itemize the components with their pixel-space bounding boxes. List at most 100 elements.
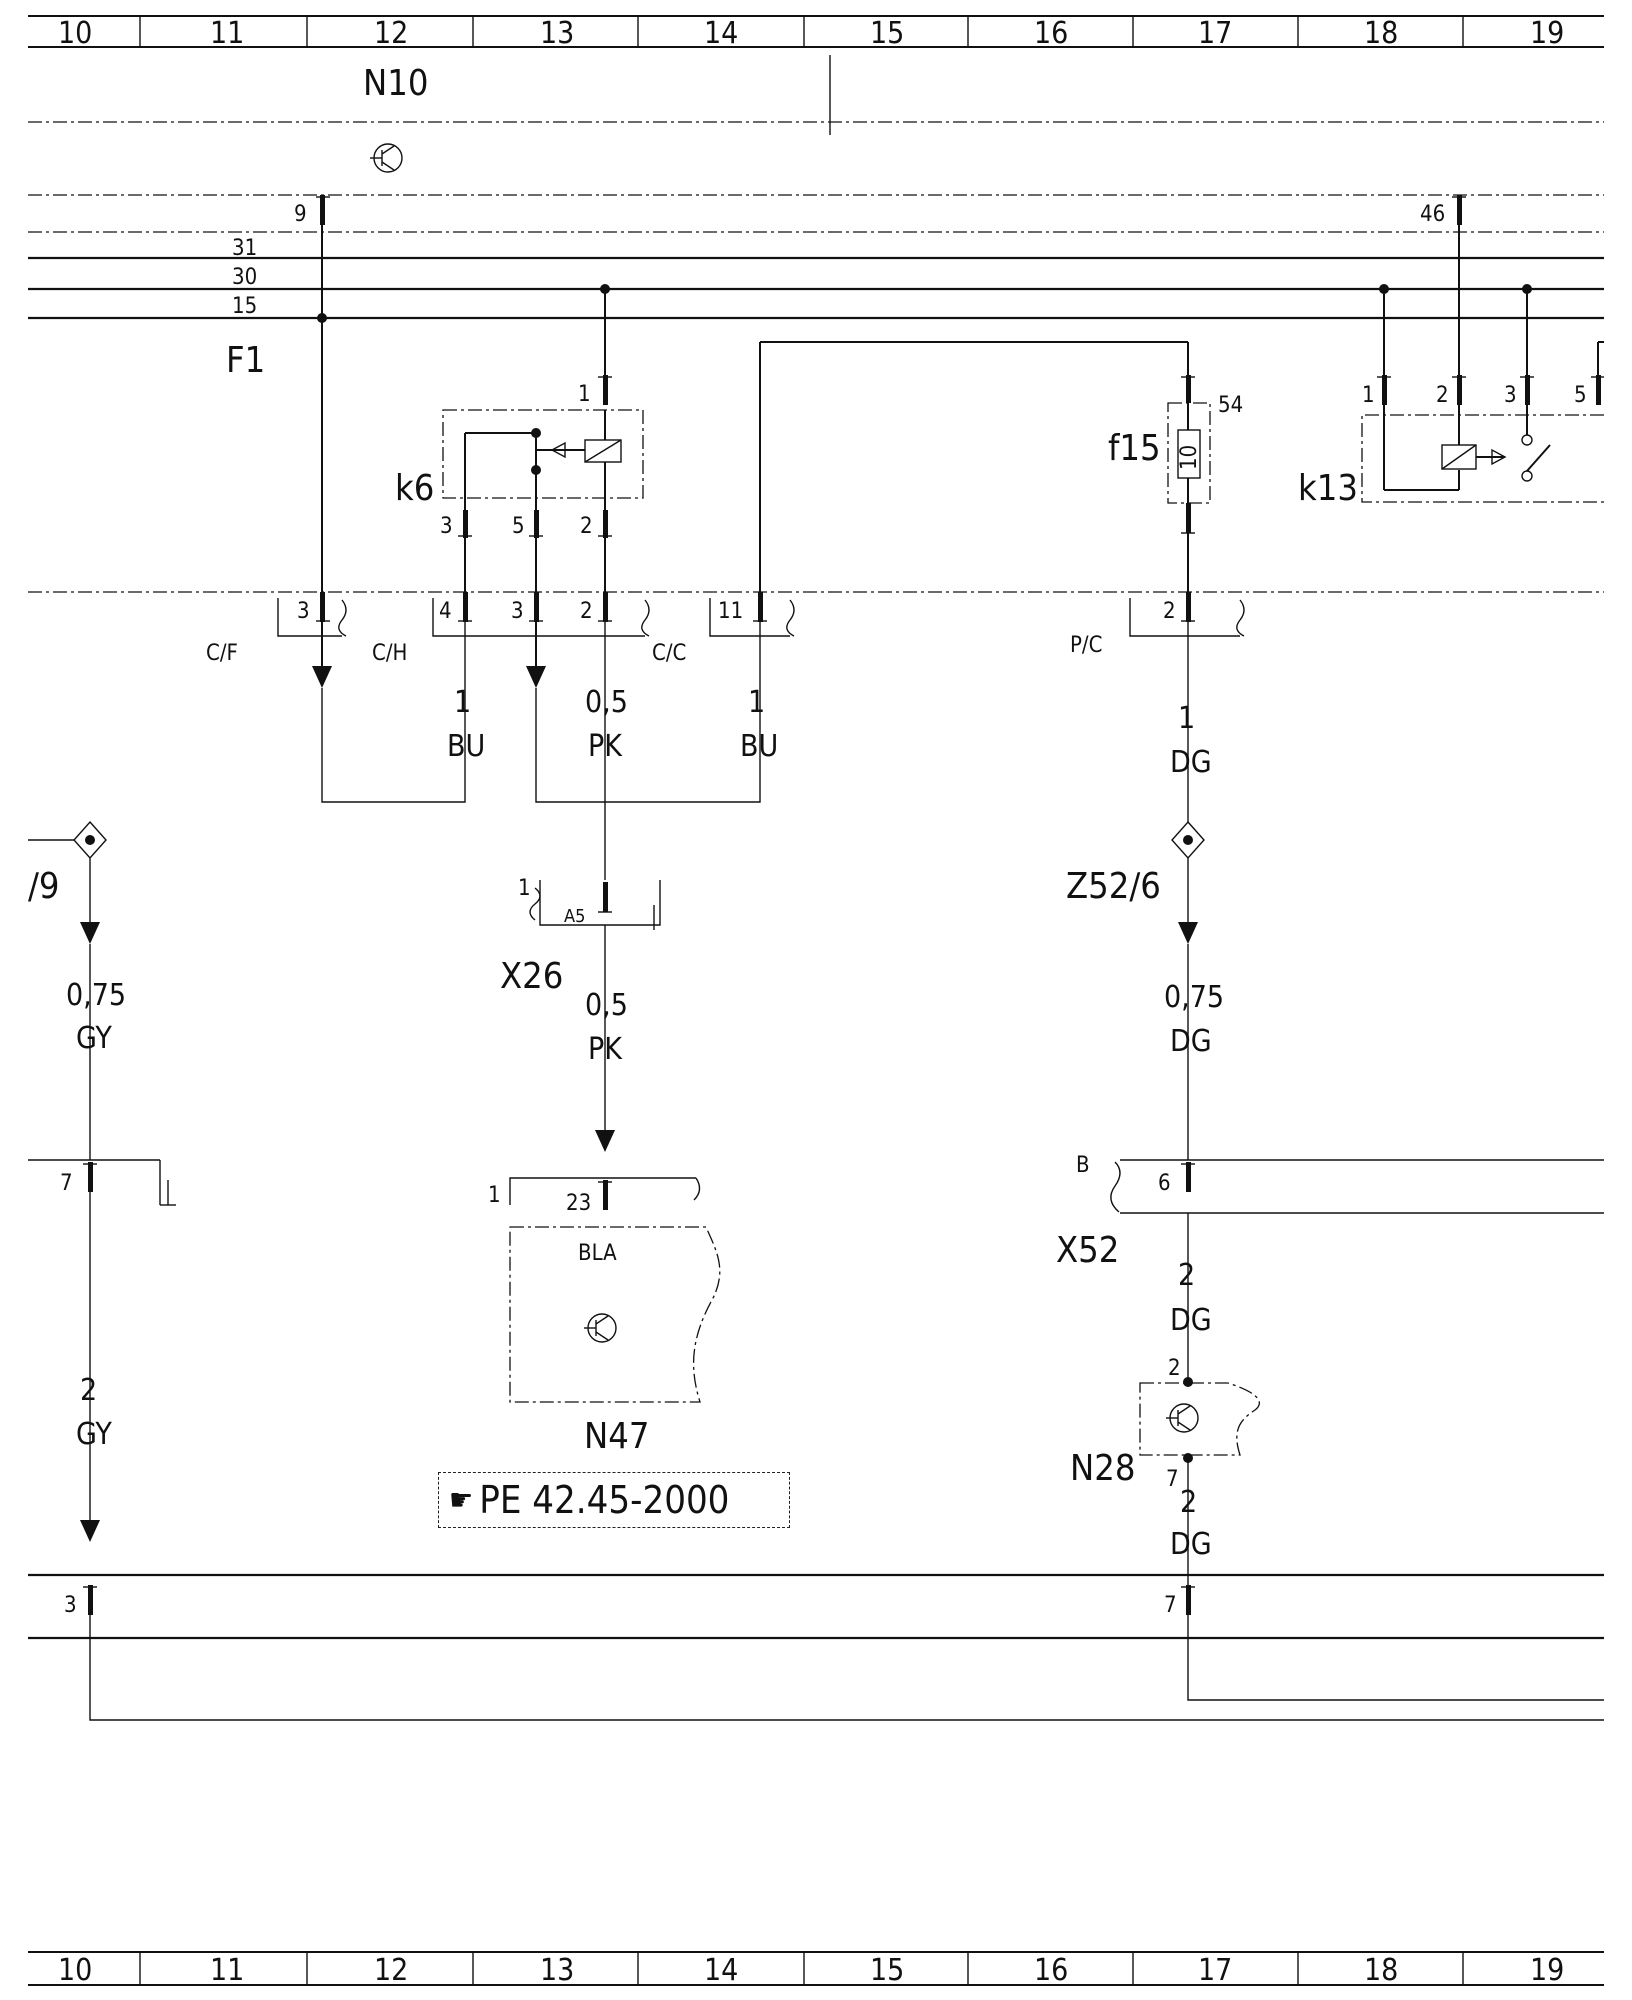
pin-ch-3: 3 (511, 599, 524, 624)
f15-label: f15 (1108, 428, 1161, 469)
splice-z52-6: Z52/6 (1066, 820, 1205, 944)
arrow-to-n47 (595, 1130, 615, 1152)
p-c-label: P/C (1070, 633, 1102, 658)
grid-col-16-bottom: 16 (1034, 1953, 1068, 1988)
bottom-grid-ruler: 10 11 12 13 14 15 16 17 18 19 (28, 1951, 1604, 1988)
pin-cc-11: 11 (718, 599, 743, 624)
wire-gy1-size: 0,75 (66, 978, 126, 1013)
arrow-left-bottom (80, 1520, 100, 1542)
connector-p-c: 2 P/C (1070, 592, 1245, 658)
wire-dg3-color: DG (1170, 1303, 1212, 1338)
pin-k6-5: 5 (512, 514, 525, 539)
k13-relay: 46 1 2 3 5 k13 (1298, 195, 1604, 509)
x26-socket-label: A5 (564, 906, 585, 927)
connector-c-f: 3 C/F (206, 592, 347, 666)
wire-gy2-color: GY (76, 1417, 112, 1452)
pin-bottom-7: 7 (1164, 1593, 1177, 1618)
pin-left-7: 7 (60, 1171, 73, 1196)
pin-k13-46: 46 (1420, 202, 1445, 227)
bus-15-label: 15 (232, 294, 257, 319)
wire-pk1-size: 0,5 (585, 685, 628, 720)
pointing-hand-icon: ☛ (449, 1482, 474, 1518)
pin-cf-3: 3 (297, 599, 310, 624)
grid-col-11-bottom: 11 (210, 1953, 244, 1988)
wire-n10-pin9: 9 (294, 195, 330, 592)
f15-fuse: 54 10 f15 (1108, 375, 1243, 592)
pin-bottom-3: 3 (64, 1593, 77, 1618)
grid-col-10: 10 (58, 16, 92, 51)
connector-x52: B 6 X52 (1056, 1153, 1604, 1271)
grid-col-13-bottom: 13 (540, 1953, 574, 1988)
pin-k13-1: 1 (1362, 383, 1375, 408)
pin-n47-1: 1 (488, 1183, 501, 1208)
grid-col-19-bottom: 19 (1530, 1953, 1564, 1988)
pin-k6-1: 1 (578, 382, 591, 407)
fuse-block-f1-label: F1 (226, 340, 265, 381)
pin-k13-5: 5 (1574, 383, 1587, 408)
k13-label: k13 (1298, 468, 1358, 509)
pin-n28-2: 2 (1168, 1356, 1181, 1381)
grid-col-18: 18 (1364, 16, 1398, 51)
wire-dg2-size: 0,75 (1164, 980, 1224, 1015)
connector-left-7: 7 (28, 1159, 176, 1206)
power-bus: 31 30 15 F1 (28, 236, 1604, 381)
pin-k6-2: 2 (580, 514, 593, 539)
wire-dg3-size: 2 (1178, 1258, 1195, 1293)
module-n47: 1 23 BLA N47 (488, 1177, 721, 1457)
n47-label: N47 (584, 1416, 649, 1457)
c-h-label: C/H (372, 641, 407, 666)
grid-col-15-bottom: 15 (870, 1953, 904, 1988)
pin-x52-6: 6 (1158, 1171, 1171, 1196)
grid-col-12: 12 (374, 16, 408, 51)
wire-pk2-color: PK (588, 1032, 623, 1067)
reference-text: PE 42.45-2000 (479, 1478, 730, 1522)
top-grid-ruler: 10 11 12 13 14 15 16 17 18 19 (28, 15, 1604, 51)
wire-bu2-color: BU (740, 729, 778, 764)
connector-c-h: 4 3 2 C/H (372, 592, 650, 666)
left-ref-label: /9 (28, 866, 60, 907)
grid-col-17-bottom: 17 (1198, 1953, 1232, 1988)
wire-bu1-color: BU (447, 729, 485, 764)
pin-n28-7: 7 (1166, 1467, 1179, 1492)
grid-col-10-bottom: 10 (58, 1953, 92, 1988)
n28-transistor-icon (1166, 1403, 1199, 1433)
grid-col-14: 14 (704, 16, 738, 51)
pin-pc-2: 2 (1163, 599, 1176, 624)
z52-6-label: Z52/6 (1066, 866, 1161, 907)
k6-label: k6 (395, 468, 434, 509)
wire-ch3-ground-loop (526, 622, 761, 803)
grid-col-13: 13 (540, 16, 574, 51)
grid-col-16: 16 (1034, 16, 1068, 51)
x52-letter: B (1076, 1153, 1090, 1178)
bottom-bus: 3 7 (28, 1573, 1604, 1721)
grid-col-12-bottom: 12 (374, 1953, 408, 1988)
connector-c-c: 11 C/C (652, 592, 795, 666)
module-n28: 2 7 N28 (1070, 1356, 1260, 1492)
grid-col-17: 17 (1198, 16, 1232, 51)
wire-dg1-size: 1 (1178, 701, 1195, 736)
wire-gy2-size: 2 (80, 1373, 97, 1408)
pin-n10-9: 9 (294, 202, 307, 227)
grid-col-11: 11 (210, 16, 244, 51)
connector-x26: 1 A5 X26 (500, 876, 661, 997)
bus-31-label: 31 (232, 236, 257, 261)
pin-k13-3: 3 (1504, 383, 1517, 408)
wire-cf3-ground-loop (312, 622, 466, 803)
x26-label: X26 (500, 956, 563, 997)
grid-col-14-bottom: 14 (704, 1953, 738, 1988)
reference-note: ☛ PE 42.45-2000 (438, 1472, 790, 1528)
wire-dg4-size: 2 (1180, 1485, 1197, 1520)
wire-dg1-color: DG (1170, 745, 1212, 780)
n10-label: N10 (363, 63, 428, 104)
f15-rating: 10 (1177, 445, 1202, 470)
pin-ch-4: 4 (439, 599, 452, 624)
wire-pk1-color: PK (588, 729, 623, 764)
pin-ch-2: 2 (580, 599, 593, 624)
n47-sub-label: BLA (578, 1241, 617, 1266)
wire-pk2-size: 0,5 (585, 988, 628, 1023)
c-c-label: C/C (652, 641, 686, 666)
splice-left-9: /9 (28, 820, 107, 944)
pin-x26-1: 1 (518, 876, 531, 901)
k6-relay: 1 k6 3 5 2 (395, 284, 644, 592)
